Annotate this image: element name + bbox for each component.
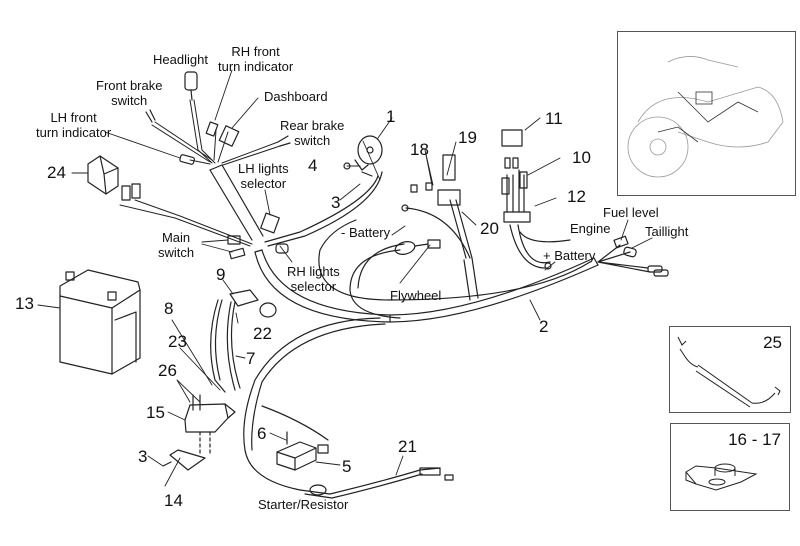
part-number-18: 18 [410,140,429,159]
part-number-4: 4 [308,156,318,175]
lh-lights-connector [260,212,280,234]
part-number-8: 8 [164,299,174,318]
resistor-terminal [444,474,454,481]
relay-connector-a [121,185,131,201]
fuse-holder-12 [503,211,531,223]
wire-8 [210,299,226,393]
rh-lights-connector [275,243,289,254]
bracket-14 [169,449,206,471]
label-dashboard: Dashboard [264,89,328,104]
flywheel-connector [427,239,441,249]
connector-19 [442,154,456,181]
horn-1 [354,135,383,171]
label-flywheel: Flywheel [390,288,442,303]
relay-11 [501,129,523,147]
label-lh-lights-selector: LH lights selector [238,161,289,191]
fuse-18a [410,184,418,193]
flywheel-wire [349,249,401,319]
lh-turn-connector [179,154,195,165]
clip-nut-icon [685,463,758,491]
label-rear-brake-switch: Rear brake switch [280,118,345,148]
label-front-brake-switch: Front brake switch [96,78,163,108]
relay-24 [87,155,119,195]
part-number-22: 22 [253,324,272,343]
part-number-9: 9 [216,265,226,284]
headlight-connector [184,71,198,91]
part-number-15: 15 [146,403,165,422]
label-taillight: Taillight [645,224,689,239]
label-starter-resistor: Starter/Resistor [258,497,349,512]
spark-cap-9 [229,289,259,307]
label-headlight: Headlight [153,52,208,67]
part-number-3-bracket: 3 [138,447,148,466]
coil-15 [184,403,236,433]
regulator-connector [317,444,329,454]
main-switch-connector-b [228,247,246,260]
part-number-26: 26 [158,361,177,380]
screws-26 [192,394,201,411]
label-minus-battery: - Battery [341,225,391,240]
label-fuel-level: Fuel level [603,205,659,220]
connector-20 [437,189,461,206]
part-25-inset: 25 [669,326,791,413]
fuse-10b [519,171,528,189]
motorcycle-overview-icon [627,56,784,178]
part-16-17-inset: 16 - 17 [670,423,790,511]
wire-25-icon [677,336,781,408]
plus-battery-terminal [544,262,552,270]
part-number-2: 2 [539,317,549,336]
part-number-1: 1 [386,107,396,126]
resistor-21 [419,467,441,476]
main-harness-2 [243,219,599,491]
fuel-level-connector [613,235,629,249]
overview-inset [617,31,796,196]
main-switch-connector-a [227,235,241,245]
part-number-3-horn: 3 [331,193,341,212]
part-number-25: 25 [763,333,782,352]
part-number-7: 7 [246,349,256,368]
label-engine: Engine [570,221,611,236]
part-number-10: 10 [572,148,591,167]
wire-7 [226,301,236,391]
front-wires [151,99,281,166]
nut-4 [343,162,351,170]
flywheel-connector-body [394,241,416,255]
taillight-terminal-b [653,269,669,277]
label-lh-front-turn-indicator: LH front turn indicator [36,110,112,140]
part-number-14: 14 [164,491,183,510]
label-main-switch: Main switch [158,230,195,260]
leader-lines [37,69,653,487]
fuse-10a [501,177,510,195]
part-number-11: 11 [545,109,563,128]
taillight-terminal-a [647,265,663,273]
part-number-21: 21 [398,437,417,456]
front-harness-sleeve [209,164,264,241]
screw-3 [361,171,373,177]
battery-13 [59,269,141,375]
relay-connector-b [131,183,141,199]
part-number-23: 23 [168,332,187,351]
label-plus-battery: + Battery [543,248,596,263]
part-number-6: 6 [257,424,267,443]
dashboard-connector [218,125,240,147]
label-rh-front-turn-indicator: RH front turn indicator [218,44,294,74]
part-number-24: 24 [47,163,66,182]
fuse-18b [425,182,433,191]
part-number-13: 13 [15,294,34,313]
part-number-16-17: 16 - 17 [728,430,781,449]
spark-plug-22 [259,302,277,318]
part-number-5: 5 [342,457,352,476]
screw-3b [162,461,172,467]
part-number-20: 20 [480,219,499,238]
part-number-19: 19 [458,128,477,147]
taillight-connector [623,246,637,258]
part-number-12: 12 [567,187,586,206]
minus-battery-terminal [401,204,409,212]
regulator-5 [276,441,317,471]
label-rh-lights-selector: RH lights selector [287,264,340,294]
rh-turn-connector [205,121,219,137]
